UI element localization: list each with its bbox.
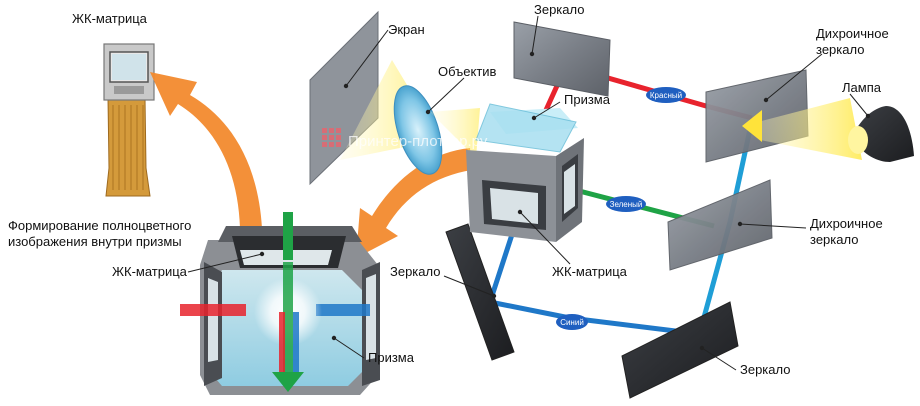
badge-blue-label: Синий: [560, 318, 584, 327]
lcd-chip-illustration: [103, 43, 155, 197]
label-dichroic-2-line2: зеркало: [810, 232, 858, 247]
label-formation-line1: Формирование полноцветного: [8, 218, 191, 233]
lens: [393, 85, 443, 175]
label-mirror-left: Зеркало: [390, 264, 440, 279]
label-screen: Экран: [388, 22, 425, 37]
label-lcd-top: ЖК-матрица: [72, 11, 148, 26]
label-mirror-bottom: Зеркало: [740, 362, 790, 377]
watermark: Принтер-плоттер.ру: [322, 128, 488, 150]
badge-red-label: Красный: [650, 91, 682, 100]
badge-blue: Синий: [556, 314, 588, 330]
label-prism-top: Призма: [564, 92, 611, 107]
lamp-light: [750, 98, 862, 160]
screen-panel: [309, 10, 379, 186]
label-mirror-top: Зеркало: [534, 2, 584, 17]
mirror-bottom: [621, 301, 739, 399]
label-lens: Объектив: [438, 64, 497, 79]
central-prism: [466, 103, 584, 242]
label-dichroic-2-line1: Дихроичное: [810, 216, 883, 231]
label-lcd-center: ЖК-матрица: [552, 264, 628, 279]
dichroic-mirror-2: [667, 179, 773, 271]
mirror-left: [445, 223, 515, 361]
label-lamp: Лампа: [842, 80, 882, 95]
watermark-text: Принтер-плоттер.ру: [348, 133, 488, 150]
orange-arrow-up: [150, 72, 262, 228]
mirror-top: [513, 21, 611, 97]
blue-beam: [487, 209, 701, 337]
prism-assembly-closeup: [180, 212, 380, 395]
badge-red: Красный: [646, 87, 686, 103]
label-prism-bottom: Призма: [368, 350, 415, 365]
orange-arrow-left: [356, 148, 472, 258]
badge-green: Зеленый: [606, 196, 646, 212]
label-dichroic-1-line1: Дихроичное: [816, 26, 889, 41]
label-formation-line2: изображения внутри призмы: [8, 234, 182, 249]
label-dichroic-1-line2: зеркало: [816, 42, 864, 57]
leader-lines: [187, 15, 869, 371]
leader-dots: [259, 51, 871, 351]
lamp-illustration: [848, 106, 914, 162]
label-lcd-left: ЖК-матрица: [112, 264, 188, 279]
badge-green-label: Зеленый: [610, 200, 643, 209]
